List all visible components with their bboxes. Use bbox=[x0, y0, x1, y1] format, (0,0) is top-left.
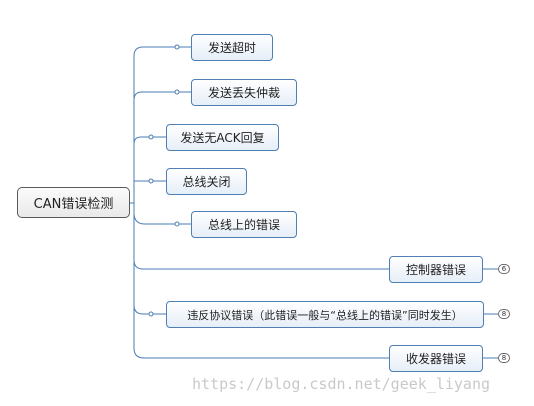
child-count-badge[interactable]: 6 bbox=[498, 264, 510, 274]
branch-node-no-ack[interactable]: 发送无ACK回复 bbox=[166, 124, 279, 151]
branch-node-controller-error[interactable]: 控制器错误 bbox=[389, 256, 483, 283]
root-node[interactable]: CAN错误检测 bbox=[17, 187, 130, 218]
branch-node-transceiver-error[interactable]: 收发器错误 bbox=[389, 345, 483, 372]
child-count-badge[interactable]: 8 bbox=[498, 353, 510, 363]
branch-node-arbitration-lost[interactable]: 发送丢失仲裁 bbox=[191, 79, 297, 106]
watermark-url: https://blog.csdn.net/geek_liyang bbox=[192, 375, 491, 393]
branch-node-bus-error[interactable]: 总线上的错误 bbox=[191, 211, 297, 238]
branch-node-send-timeout[interactable]: 发送超时 bbox=[191, 34, 273, 61]
branch-node-bus-off[interactable]: 总线关闭 bbox=[166, 168, 247, 195]
child-count-badge[interactable]: 8 bbox=[498, 309, 510, 319]
branch-node-protocol-violation[interactable]: 违反协议错误（此错误一般与“总线上的错误”同时发生） bbox=[166, 301, 484, 328]
